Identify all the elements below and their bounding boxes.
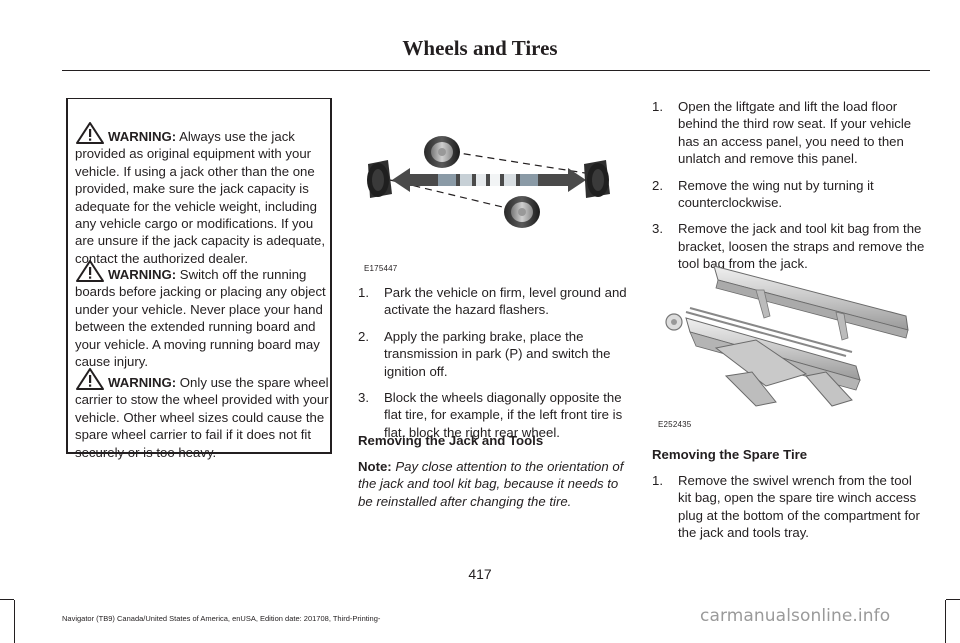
header-rule bbox=[62, 70, 930, 71]
jack-and-tool-kit-illustration bbox=[665, 265, 909, 407]
warning-label: WARNING: bbox=[108, 267, 177, 282]
crop-mark bbox=[945, 600, 946, 643]
step-number: 2. bbox=[652, 177, 663, 193]
crop-mark bbox=[0, 599, 14, 600]
page-number: 417 bbox=[468, 566, 492, 582]
note-text: Pay close attention to the orientation o… bbox=[358, 459, 624, 509]
list-item: 1. Park the vehicle on firm, level ground… bbox=[358, 284, 634, 319]
watermark: carmanualsonline.info bbox=[700, 606, 891, 626]
steps-list-b: 1. Open the liftgate and lift the load fl… bbox=[652, 98, 928, 282]
warning-triangle-icon bbox=[76, 122, 104, 144]
note-paragraph: Note: Pay close attention to the orienta… bbox=[358, 458, 634, 510]
step-text: Remove the swivel wrench from the tool k… bbox=[678, 473, 920, 541]
crop-mark bbox=[0, 0, 1, 643]
warning-label: WARNING: bbox=[108, 375, 177, 390]
step-number: 1. bbox=[652, 99, 663, 114]
step-text: Park the vehicle on firm, level ground a… bbox=[384, 285, 627, 318]
step-number: 3. bbox=[652, 221, 663, 237]
step-number: 1. bbox=[358, 285, 369, 300]
figure-code: E252435 bbox=[658, 420, 692, 429]
wheel-blocking-illustration bbox=[367, 136, 610, 228]
warning-box: WARNING: Always use the jack provided as… bbox=[66, 98, 332, 460]
warning-label: WARNING: bbox=[108, 129, 177, 144]
crop-mark bbox=[14, 600, 15, 643]
steps-list-a: 1. Park the vehicle on firm, level ground… bbox=[358, 284, 634, 450]
list-item: 1. Open the liftgate and lift the load fl… bbox=[652, 98, 928, 168]
list-item: 3. Block the wheels diagonally opposite t… bbox=[358, 389, 634, 441]
figure-code: E175447 bbox=[364, 264, 398, 273]
step-number: 3. bbox=[358, 390, 369, 406]
step-text: Remove the wing nut by turning it counte… bbox=[678, 177, 874, 211]
step-number: 2. bbox=[358, 328, 369, 344]
step-text: Apply the parking brake, place the trans… bbox=[384, 328, 611, 379]
step-text: Open the liftgate and lift the load floo… bbox=[678, 99, 912, 167]
steps-list-c: 1. Remove the swivel wrench from the tool… bbox=[652, 472, 928, 551]
footer-text: Navigator (TB9) Canada/United States of … bbox=[62, 614, 381, 623]
warning-triangle-icon bbox=[76, 368, 104, 390]
page-title: Wheels and Tires bbox=[402, 36, 558, 60]
step-text: Block the wheels diagonally opposite the… bbox=[384, 390, 623, 440]
section-heading: Removing the Spare Tire bbox=[652, 447, 808, 462]
step-number: 1. bbox=[652, 473, 663, 488]
warning-text: Only use the spare wheel carrier to stow… bbox=[75, 375, 329, 460]
list-item: 1. Remove the swivel wrench from the tool… bbox=[652, 472, 928, 542]
warning-2: WARNING: Switch off the running boards b… bbox=[75, 259, 331, 370]
warning-text: Always use the jack provided as original… bbox=[75, 129, 325, 266]
list-item: 2. Apply the parking brake, place the tra… bbox=[358, 328, 634, 380]
list-item: 3. Remove the jack and tool kit bag from … bbox=[652, 220, 928, 272]
warning-text: Switch off the running boards before jac… bbox=[75, 267, 326, 370]
crop-mark bbox=[946, 599, 960, 600]
list-item: 2. Remove the wing nut by turning it coun… bbox=[652, 177, 928, 212]
warning-triangle-icon bbox=[76, 260, 104, 282]
section-heading: Removing the Jack and Tools bbox=[358, 433, 544, 448]
warning-3: WARNING: Only use the spare wheel carrie… bbox=[75, 367, 331, 461]
step-text: Remove the jack and tool kit bag from th… bbox=[678, 221, 925, 272]
note-label: Note: bbox=[358, 459, 392, 474]
warning-1: WARNING: Always use the jack provided as… bbox=[75, 121, 331, 267]
